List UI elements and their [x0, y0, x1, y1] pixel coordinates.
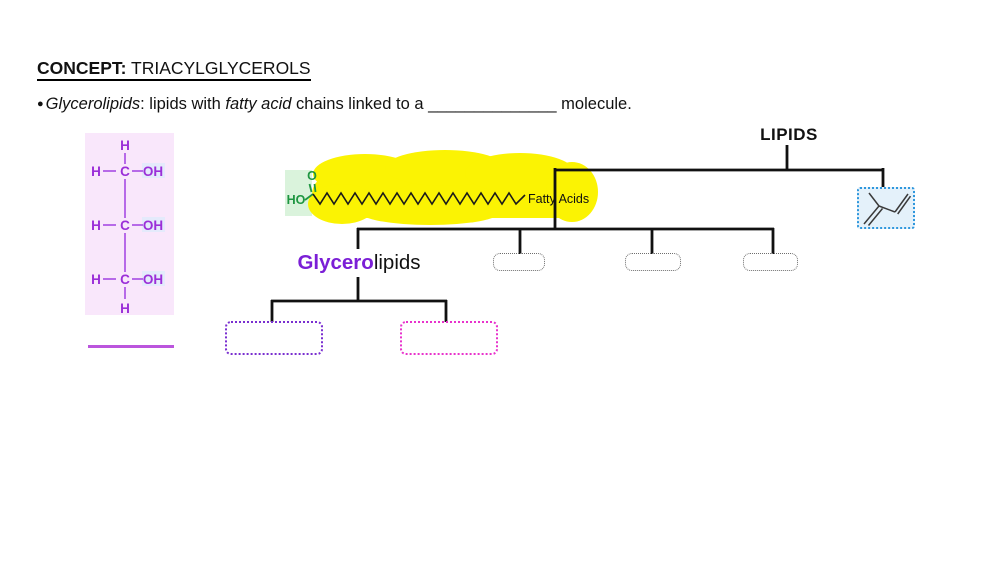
lipids-root-label: LIPIDS — [760, 125, 818, 144]
concept-name: TRIACYLGLYCEROLS — [126, 58, 311, 78]
glycerolipid-subtype-left-box — [225, 321, 323, 355]
placeholder-node-1 — [493, 253, 545, 271]
oh-highlight — [142, 163, 165, 286]
placeholder-node-3 — [743, 253, 798, 271]
fatty-acid-figure: O HO Fatty Acids — [285, 150, 598, 225]
glycerol-bonds — [103, 153, 143, 299]
glycerol-answer-line — [88, 345, 174, 348]
atom-c-2: C — [120, 218, 130, 233]
atom-h-bottom: H — [120, 301, 130, 315]
atom-c-1: C — [120, 164, 130, 179]
isoprenoid-node-box — [857, 187, 915, 229]
page-title-underline: CONCEPT: TRIACYLGLYCEROLS — [37, 58, 311, 81]
definition-text-1: : lipids with — [140, 95, 226, 113]
atom-c-3: C — [120, 272, 130, 287]
concept-label: CONCEPT: — [37, 58, 127, 78]
glycerolipid-subtype-right-box — [400, 321, 498, 355]
page-title: CONCEPT: TRIACYLGLYCEROLS — [37, 58, 311, 81]
atom-h-2: H — [91, 218, 101, 233]
fill-in-blank: ______________ — [428, 95, 557, 113]
glycerol-structure-panel: H H C OH H C OH H C OH H — [85, 133, 174, 316]
atom-h-3: H — [91, 272, 101, 287]
glycerol-structure-diagram: H H C OH H C OH H C OH H — [91, 138, 165, 316]
glycerolipids-node-label: Glycerolipids — [296, 251, 422, 275]
term-glycerolipids: Glycerolipids — [45, 95, 141, 113]
glycerolipids-prefix: Glycero — [297, 251, 374, 274]
isoprene-structure — [863, 192, 912, 226]
definition-text-2: chains linked to a — [291, 95, 429, 113]
fatty-acids-label: Fatty Acids — [528, 192, 589, 206]
oxygen-label: O — [307, 169, 317, 183]
atom-h-top: H — [120, 138, 130, 153]
atom-oh-1: OH — [143, 164, 163, 179]
yellow-highlight — [308, 150, 598, 225]
atom-oh-2: OH — [143, 218, 163, 233]
definition-text-3: molecule. — [556, 95, 632, 113]
placeholder-node-2 — [625, 253, 681, 271]
hydroxyl-label: HO — [287, 193, 306, 207]
atom-oh-3: OH — [143, 272, 163, 287]
definition-line: ●Glycerolipids: lipids with fatty acid c… — [37, 95, 632, 114]
term-fatty-acid: fatty acid — [225, 95, 292, 113]
glycerolipids-suffix: lipids — [373, 251, 421, 274]
bullet-icon: ● — [37, 98, 44, 110]
atom-h-1: H — [91, 164, 101, 179]
